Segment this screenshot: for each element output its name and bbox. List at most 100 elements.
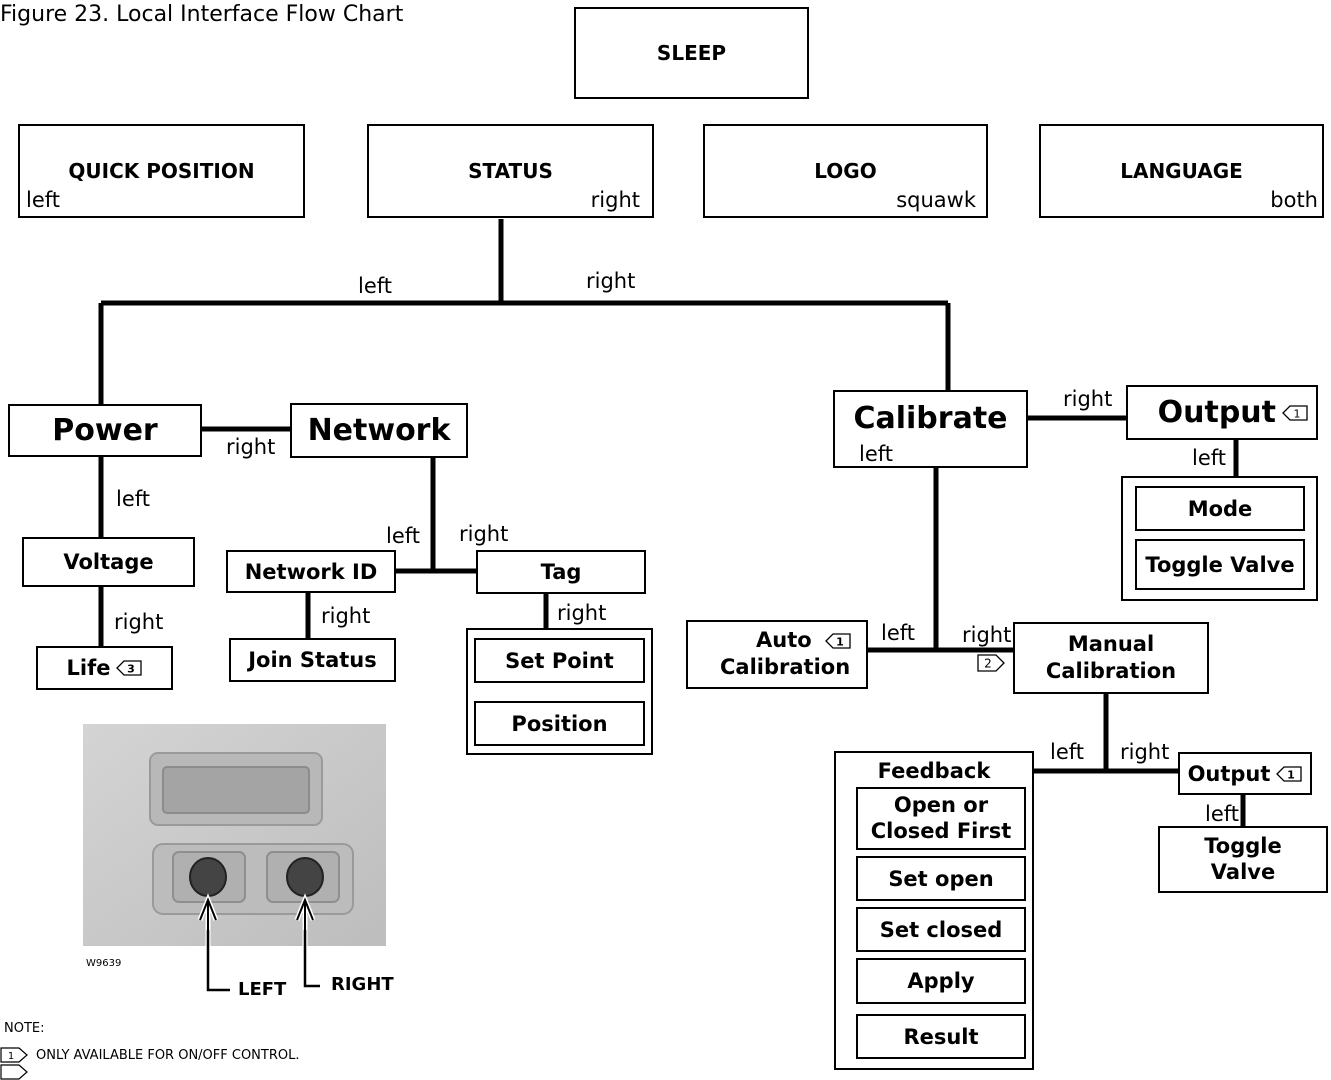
notes-heading: NOTE: [4,1021,45,1036]
device-illustration [83,724,386,982]
output-submenu-group: Mode Toggle Valve [1121,476,1318,601]
figure-title: Figure 23. Local Interface Flow Chart [0,2,404,27]
note-1-marker-icon: 1 [1276,765,1303,782]
network-box: Network [290,403,468,458]
result-box: Result [856,1014,1026,1059]
result-label: Result [903,1024,979,1049]
logo-tag: squawk [896,188,976,212]
note-2-legend-marker-icon [0,1064,28,1080]
output-top-box: Output 1 [1126,385,1318,440]
position-box: Position [474,701,645,746]
note-1-number: 1 [836,636,844,649]
photo-leader-lines [206,930,320,992]
network-right-label: right [459,522,509,546]
calibrate-right-label: right [1063,387,1113,411]
open-closed-first-label-1: Open or [893,793,989,818]
set-open-label: Set open [888,866,994,891]
calibrate-box: Calibrate left [833,390,1028,468]
manual-calibration-label-1: Manual [1067,632,1155,656]
auto-calibration-line1: Auto 1 [756,628,851,652]
language-tag: both [1270,188,1318,212]
language-label: LANGUAGE [1120,159,1243,183]
note-1-number: 1 [1294,407,1301,420]
tag-submenu-group: Set Point Position [466,628,653,755]
tag-right-label: right [557,601,607,625]
calibrate-tag: left [859,442,894,466]
status-right-label: right [586,269,636,293]
output-bottom-left-label: left [1205,802,1240,826]
logo-label: LOGO [814,159,877,183]
note-2-marker-icon: 2 [977,654,1005,672]
manual-right-label: right [1120,740,1170,764]
status-box: STATUS right [367,124,654,218]
manual-calibration-label-2: Calibration [1045,659,1177,683]
status-left-label: left [358,274,393,298]
set-point-box: Set Point [474,638,645,683]
tag-box: Tag [476,550,646,594]
note-1-legend-number: 1 [8,1051,14,1062]
feedback-group: Feedback Open or Closed First Set open S… [834,751,1034,1070]
network-left-label: left [386,524,421,548]
power-box: Power [8,404,202,457]
note-3-marker-icon: 3 [116,660,143,676]
auto-calibration-label-2: Calibration [720,655,851,679]
feedback-label: Feedback [877,759,991,783]
output-left-label: left [1192,446,1227,470]
set-closed-label: Set closed [879,917,1003,942]
quick-position-tag: left [26,188,61,212]
status-tag: right [590,188,640,212]
output-bottom-label: Output [1187,761,1271,786]
quick-position-box: QUICK POSITION left [18,124,305,218]
manual-calibration-box: Manual Calibration [1013,622,1209,694]
note-3-number: 3 [128,663,136,676]
output-bottom-box: Output 1 [1178,752,1312,795]
power-left-label: left [116,487,151,511]
open-closed-first-box: Open or Closed First [856,787,1026,850]
auto-calibration-box: Auto 1 Calibration [686,620,868,689]
toggle-valve-top-box: Toggle Valve [1135,539,1305,590]
photo-left-label: LEFT [238,979,287,1000]
status-label: STATUS [468,159,553,183]
note-1-text: ONLY AVAILABLE FOR ON/OFF CONTROL. [36,1048,300,1063]
life-box: Life 3 [36,646,173,690]
set-open-box: Set open [856,856,1026,901]
set-closed-box: Set closed [856,907,1026,952]
device-buttons-photo [83,724,386,982]
toggle-valve-bottom-box: Toggle Valve [1158,826,1328,893]
logo-box: LOGO squawk [703,124,988,218]
note-1-legend-marker-icon: 1 [0,1047,28,1063]
note-1-marker-icon: 1 [1282,404,1308,421]
position-label: Position [511,711,608,736]
open-closed-first-label-2: Closed First [870,818,1012,843]
network-id-right-label: right [321,604,371,628]
note-2-number: 2 [984,657,992,671]
toggle-valve-bottom-label-1: Toggle [1204,834,1282,859]
voltage-right-label: right [114,610,164,634]
note-1-marker-icon: 1 [825,633,851,649]
calibrate-sub-left-label: left [881,621,916,645]
sleep-box: SLEEP [574,7,809,99]
language-box: LANGUAGE both [1039,124,1324,218]
sleep-label: SLEEP [656,41,727,65]
voltage-box: Voltage [22,537,195,587]
join-status-label: Join Status [248,648,377,672]
power-label: Power [52,413,158,448]
life-label: Life [66,656,111,680]
mode-box: Mode [1135,486,1305,531]
toggle-valve-top-label: Toggle Valve [1145,552,1295,577]
auto-calibration-label-1: Auto [756,628,812,652]
voltage-label: Voltage [63,550,154,574]
quick-position-label: QUICK POSITION [68,159,255,183]
set-point-label: Set Point [505,648,614,673]
output-top-label: Output [1157,395,1276,430]
calibrate-label: Calibrate [853,401,1008,436]
join-status-box: Join Status [229,638,396,682]
calibrate-sub-right-label: right [962,623,1012,647]
manual-left-label: left [1050,740,1085,764]
power-right-label: right [226,435,276,459]
photo-right-label: RIGHT [331,974,394,995]
tag-label: Tag [540,560,582,584]
toggle-valve-bottom-label-2: Valve [1210,859,1276,884]
mode-label: Mode [1187,496,1253,521]
